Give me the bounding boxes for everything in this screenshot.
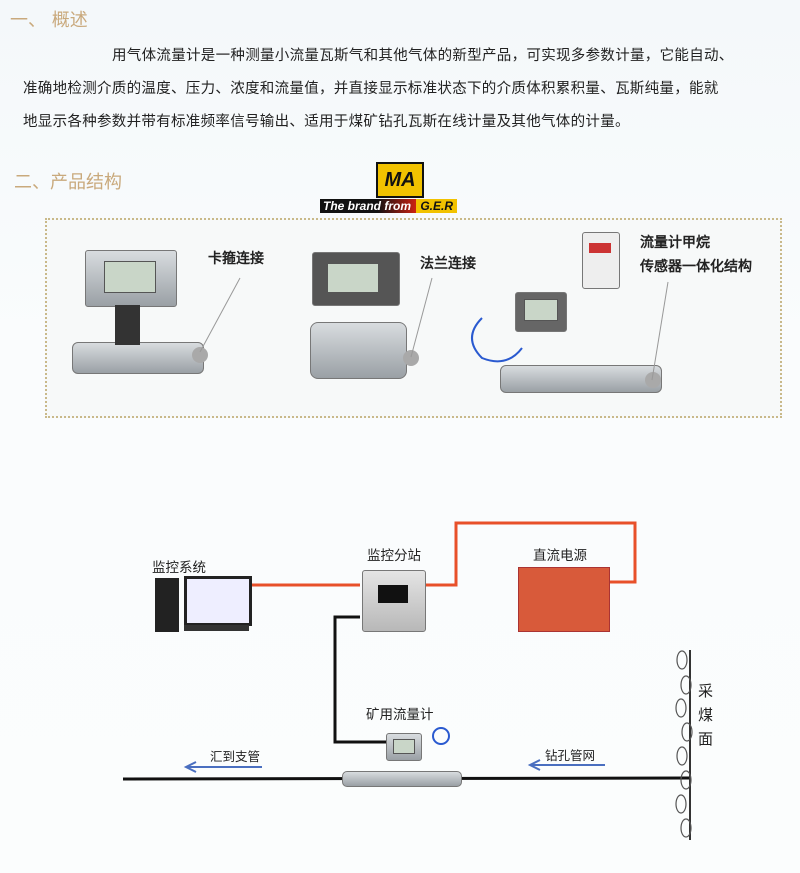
methane-sensor	[582, 232, 620, 289]
banner-brand: G.E.R	[416, 199, 458, 213]
label-coal-face-2: 煤	[698, 706, 714, 724]
coal-face-texture	[675, 650, 693, 838]
integrated-pipe	[500, 365, 662, 393]
product-label-integrated-2: 传感器一体化结构	[640, 259, 752, 275]
pointer-dot	[403, 350, 419, 366]
clamp-flowmeter-neck	[115, 305, 140, 345]
section-title-overview: 一、 概述	[10, 10, 88, 31]
overview-line-2: 准确地检测介质的温度、压力、浓度和流量值，并直接显示标准状态下的介质体积累积量、…	[23, 81, 719, 97]
keyboard	[184, 625, 249, 631]
ma-logo: MA	[376, 162, 424, 198]
overview-line-1: 用气体流量计是一种测量小流量瓦斯气和其他气体的新型产品，可实现多参数计量，它能自…	[112, 48, 734, 64]
pc-monitor	[184, 576, 252, 626]
integrated-flowmeter-head	[515, 292, 567, 332]
pointer-dot	[192, 347, 208, 363]
banner-text: The brand from	[320, 199, 417, 213]
overview-line-3: 地显示各种参数并带有标准频率信号输出、适用于煤矿钻孔瓦斯在线计量及其他气体的计量…	[23, 114, 630, 130]
flange-flowmeter-head	[312, 252, 400, 306]
section-title-structure: 二、产品结构	[14, 172, 122, 193]
product-label-flange: 法兰连接	[420, 256, 476, 272]
label-borehole-network: 钻孔管网	[545, 748, 596, 763]
clamp-flowmeter-head	[85, 250, 177, 307]
flange-flowmeter-body	[310, 322, 407, 379]
label-substation: 监控分站	[367, 548, 421, 564]
label-dc-power: 直流电源	[533, 548, 587, 564]
dc-power-box	[518, 567, 610, 632]
label-coal-face-3: 面	[698, 730, 714, 748]
mine-flowmeter-pipe	[342, 771, 462, 787]
label-coal-face-1: 采	[698, 682, 714, 700]
brand-banner: The brand from G.E.R	[320, 198, 458, 214]
label-mine-flowmeter: 矿用流量计	[366, 707, 434, 723]
label-to-branch: 汇到支管	[210, 749, 261, 764]
pointer-dot	[645, 372, 661, 388]
product-label-integrated-1: 流量计甲烷	[640, 235, 710, 251]
label-monitor-system: 监控系统	[152, 560, 206, 576]
pc-tower	[155, 578, 179, 632]
mine-flowmeter-head	[386, 733, 422, 761]
product-label-clamp: 卡箍连接	[208, 251, 264, 267]
substation-box	[362, 570, 426, 632]
